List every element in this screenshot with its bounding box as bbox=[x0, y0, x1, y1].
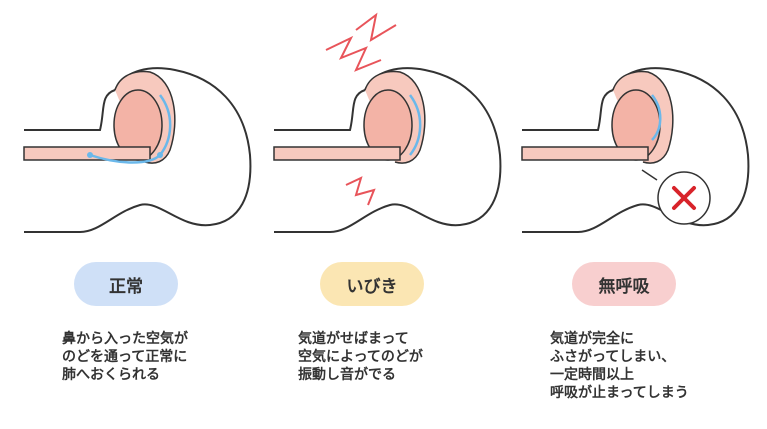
airflow-arrow-icon bbox=[650, 94, 662, 141]
description-line: 気道が完全に bbox=[550, 331, 634, 347]
description-line: 気道がせばまって bbox=[298, 331, 409, 347]
panel-apnea: 無呼吸 気道が完全に ふさがってしまい、 一定時間以上 呼吸が止まってしまう bbox=[512, 0, 767, 429]
status-label: 無呼吸 bbox=[598, 276, 650, 297]
description-line: 鼻から入った空気が bbox=[62, 331, 188, 347]
description-line: 肺へおくられる bbox=[62, 367, 160, 383]
description-line: ふさがってしまい、 bbox=[550, 349, 676, 365]
description-line: 呼吸が止まってしまう bbox=[550, 385, 689, 401]
status-pill-snoring: いびき bbox=[320, 262, 424, 306]
airway-illustration-normal bbox=[23, 67, 252, 233]
description-line: のどを通って正常に bbox=[62, 349, 188, 365]
description-line: 空気によってのどが bbox=[298, 349, 423, 365]
description-line: 一定時間以上 bbox=[550, 367, 634, 383]
description-normal: 鼻から入った空気が のどを通って正常に 肺へおくられる bbox=[62, 330, 188, 384]
status-label: 正常 bbox=[109, 276, 143, 297]
airway-illustration-snoring bbox=[273, 12, 502, 233]
panel-snoring: いびき 気道がせばまって 空気によってのどが 振動し音がでる bbox=[256, 0, 511, 429]
status-pill-apnea: 無呼吸 bbox=[572, 262, 676, 306]
airway-illustration-apnea bbox=[521, 67, 750, 233]
description-snoring: 気道がせばまって 空気によってのどが 振動し音がでる bbox=[298, 330, 423, 384]
snore-vibration-icon bbox=[325, 12, 397, 206]
status-label: いびき bbox=[346, 276, 398, 297]
panel-normal: 正常 鼻から入った空気が のどを通って正常に 肺へおくられる bbox=[0, 0, 255, 429]
description-apnea: 気道が完全に ふさがってしまい、 一定時間以上 呼吸が止まってしまう bbox=[550, 330, 689, 402]
blocked-cross-icon bbox=[672, 186, 696, 210]
airflow-arrow-icon bbox=[408, 94, 422, 156]
status-pill-normal: 正常 bbox=[74, 262, 178, 306]
description-line: 振動し音がでる bbox=[298, 367, 396, 383]
